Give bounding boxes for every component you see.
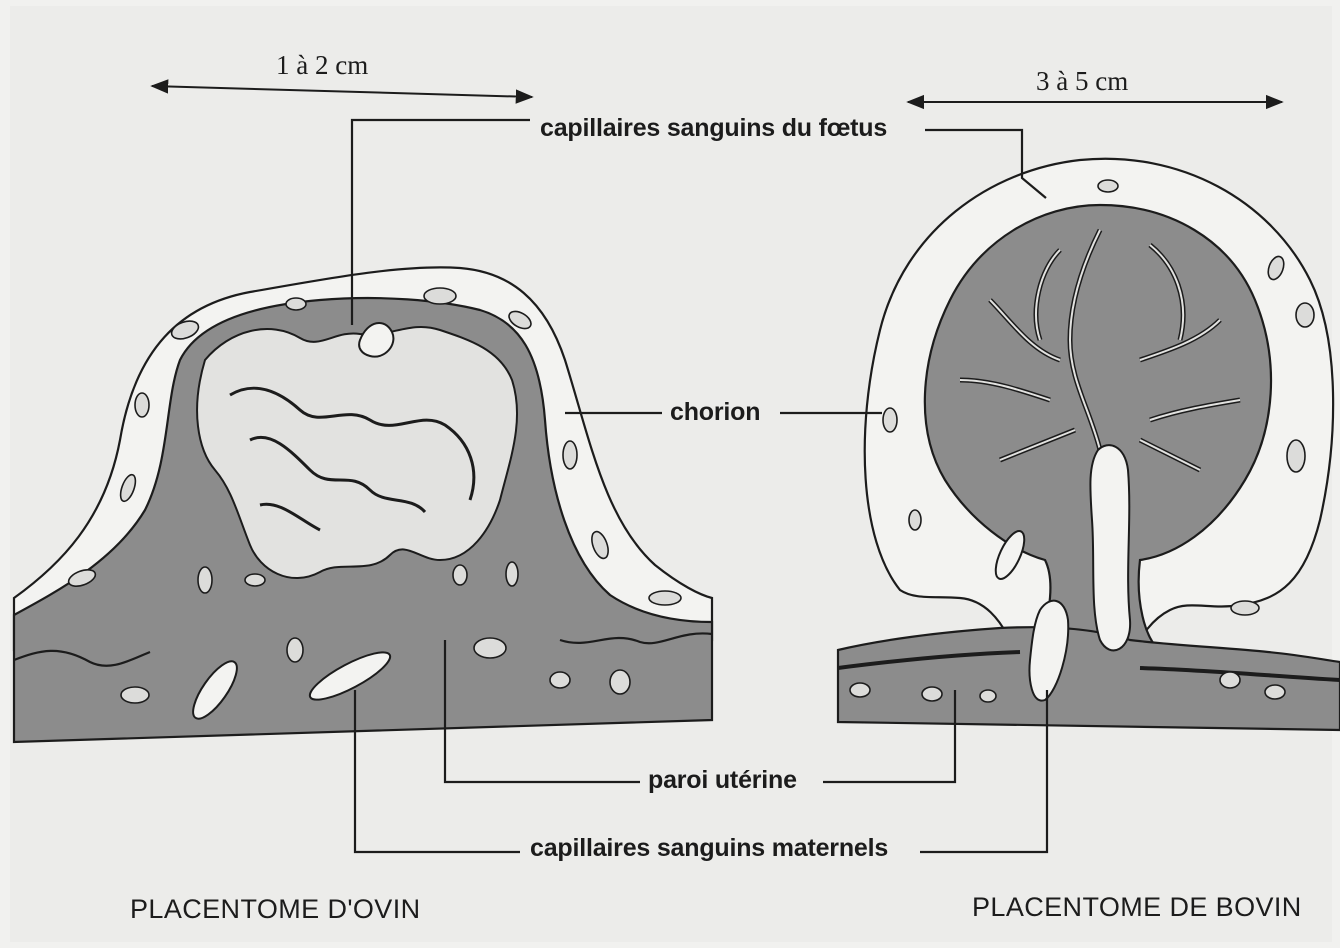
label-capillaires-foetus: capillaires sanguins du fœtus [540, 116, 887, 141]
scale-label-ovin: 1 à 2 cm [276, 52, 368, 79]
caption-bovin: PLACENTOME DE BOVIN [972, 894, 1302, 921]
caption-ovin: PLACENTOME D'OVIN [130, 896, 421, 923]
label-chorion: chorion [670, 400, 760, 425]
label-capillaires-maternels: capillaires sanguins maternels [530, 836, 888, 861]
label-paroi-uterine: paroi utérine [648, 768, 797, 793]
scale-label-bovin: 3 à 5 cm [1036, 68, 1128, 95]
